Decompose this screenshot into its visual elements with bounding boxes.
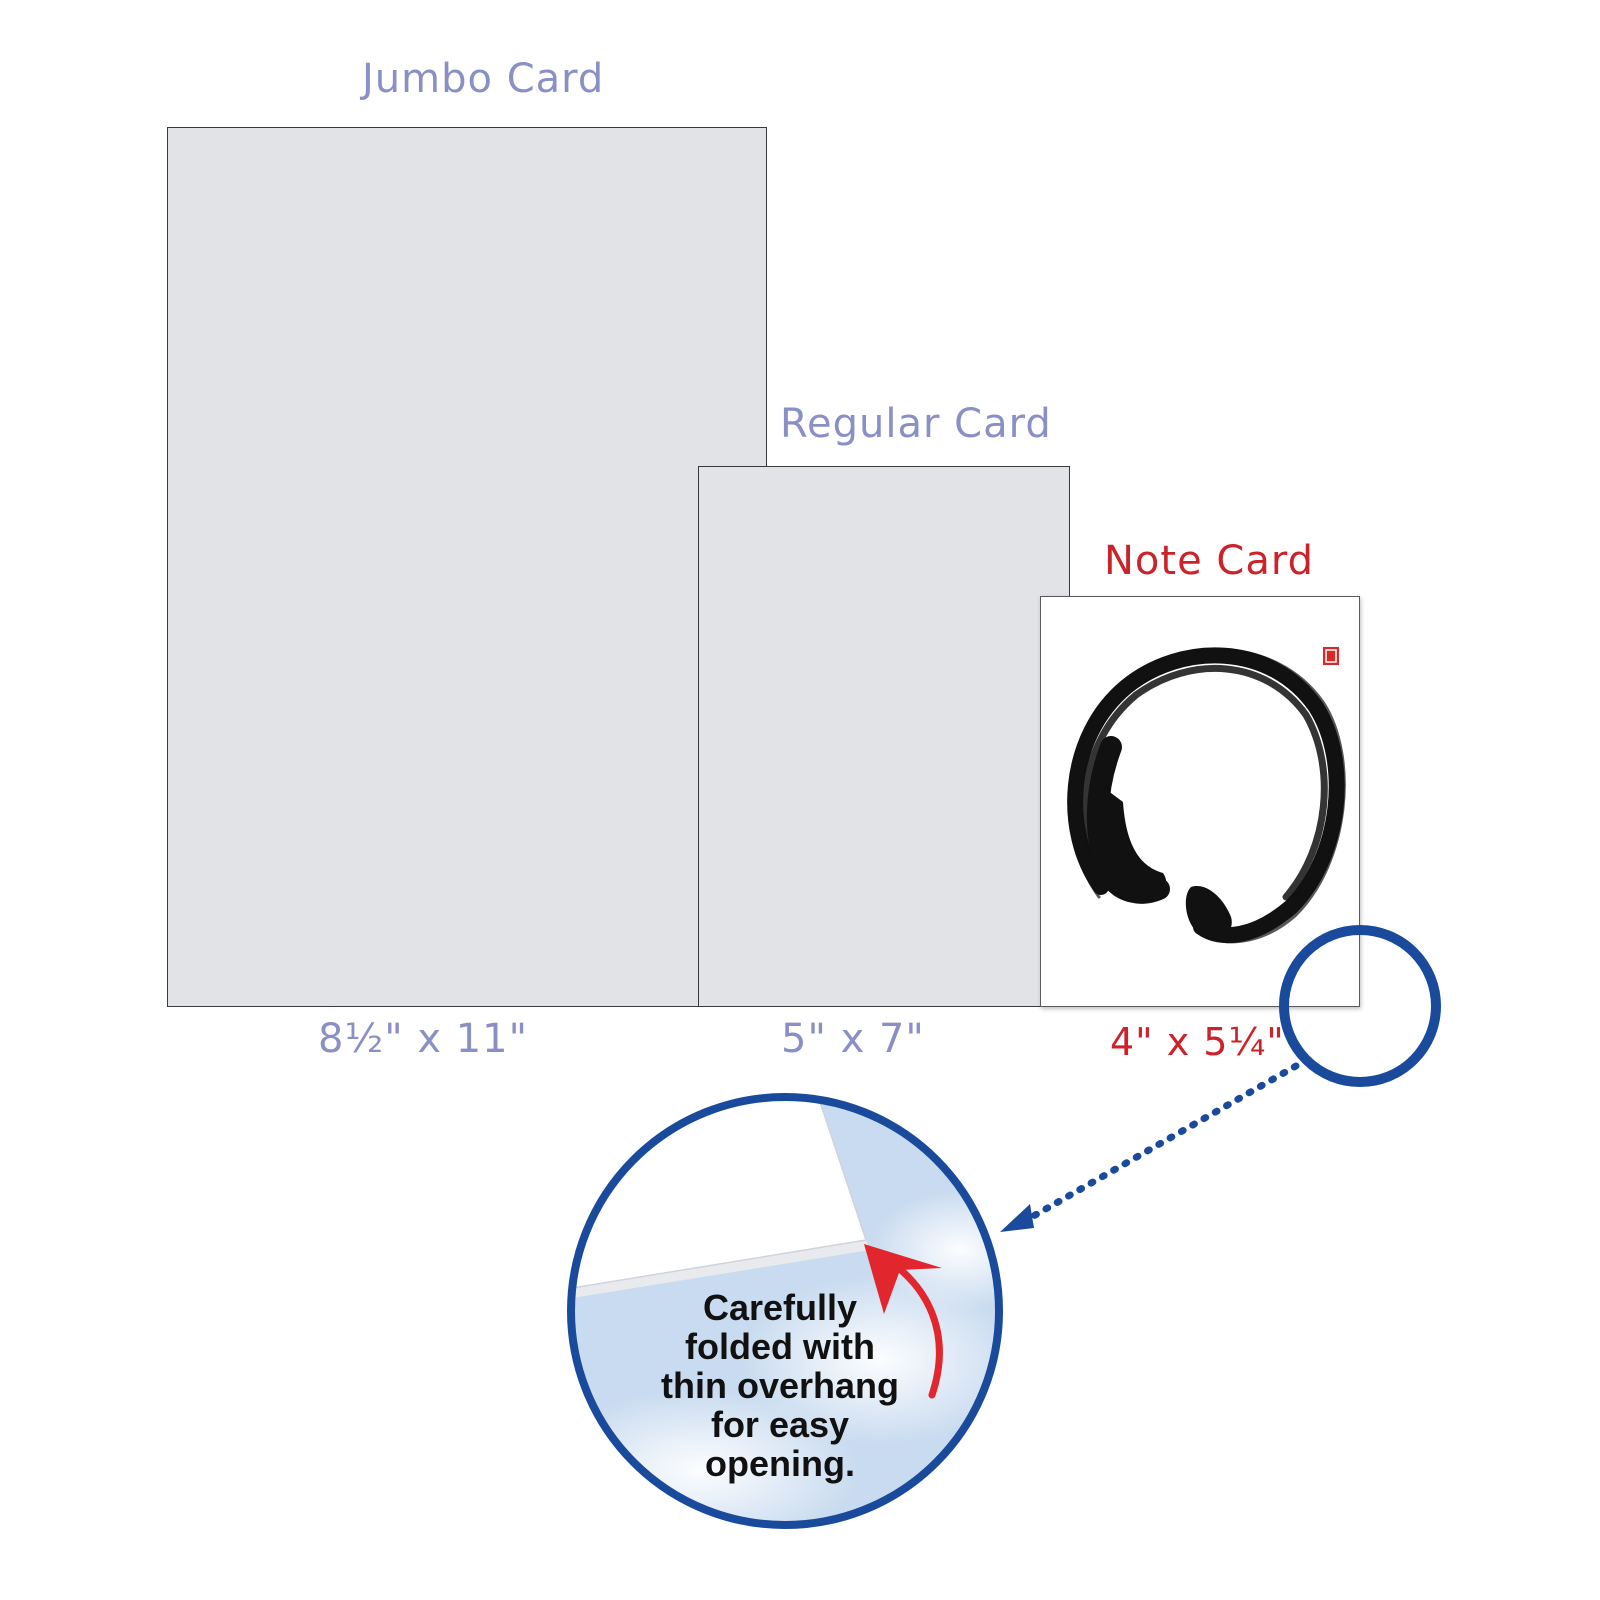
regular-card-size: 5" x 7" [781,1016,925,1062]
jumbo-card-size: 8½" x 11" [318,1016,529,1062]
note-card-size: 4" x 5¼" [1110,1020,1285,1064]
regular-card-title: Regular Card [780,401,1052,447]
note-card-title: Note Card [1104,538,1314,584]
regular-card-outline [698,466,1070,1007]
callout-line: thin overhang [660,1365,899,1406]
callout-line: for easy [710,1404,850,1445]
callout-line: folded with [685,1326,875,1367]
callout-line: opening. [705,1443,855,1484]
jumbo-card-title: Jumbo Card [362,56,605,102]
jumbo-card-outline [167,127,767,1007]
note-card-image [1040,596,1360,1007]
dotted-pointer-line [1026,1062,1300,1222]
enso-brush-circle-icon [1067,647,1346,944]
callout-text: Carefully folded with thin overhang for … [630,1288,930,1483]
callout-line: Carefully [702,1287,858,1328]
red-seal-stamp-icon [1323,647,1339,665]
pointer-arrowhead-icon [1000,1204,1034,1232]
